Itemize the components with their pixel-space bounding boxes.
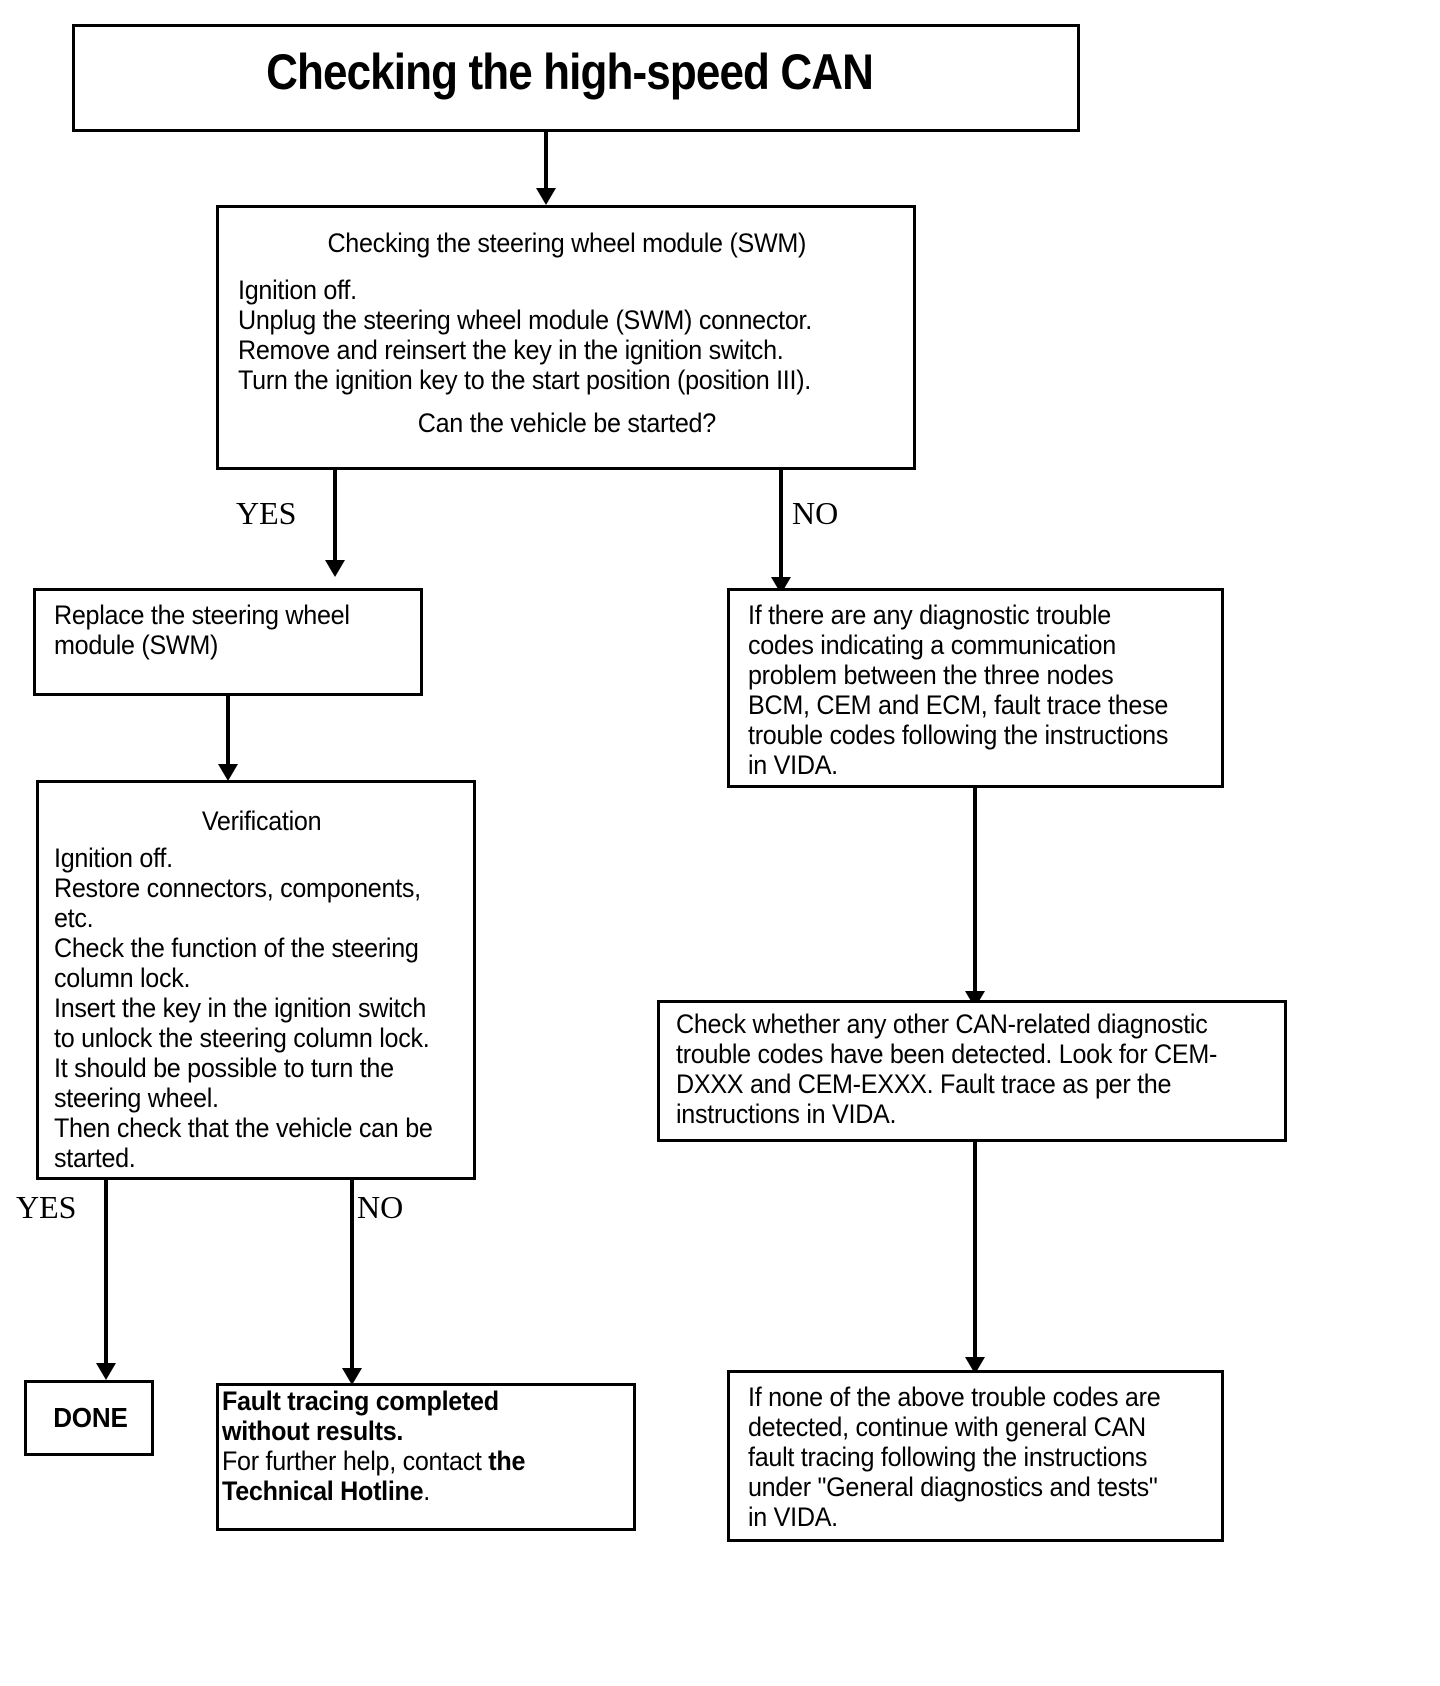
fault-tracing-line2: without results. [222, 1416, 404, 1446]
fault-tracing-line1: Fault tracing completed [222, 1386, 499, 1416]
can-related-check-text: Check whether any other CAN-related diag… [676, 1009, 1218, 1129]
node-verification [36, 780, 476, 1180]
verification-body: Ignition off. Restore connectors, compon… [54, 843, 433, 1173]
general-can-text: If none of the above trouble codes are d… [748, 1382, 1161, 1532]
connector-replace-to-verification [226, 696, 230, 768]
arrowhead-verification-yes [96, 1363, 116, 1380]
arrowhead-title-to-swm [536, 188, 556, 205]
arrowhead-verification-no [342, 1368, 362, 1385]
connector-verification-yes [104, 1180, 108, 1370]
fault-tracing-period: . [423, 1476, 430, 1506]
dtc-check-text: If there are any diagnostic trouble code… [748, 600, 1169, 780]
branch-label-verification-yes: YES [16, 1189, 77, 1225]
swm-check-question: Can the vehicle be started? [417, 408, 716, 438]
branch-label-verification-no: NO [357, 1189, 404, 1225]
node-fault-tracing [216, 1383, 636, 1531]
node-swm-check [216, 205, 916, 470]
fault-tracing-line3-bold: the [488, 1446, 526, 1476]
swm-check-steps: Ignition off. Unplug the steering wheel … [238, 275, 812, 395]
branch-label-swm-yes: YES [236, 495, 297, 531]
replace-swm-text: Replace the steering wheel module (SWM) [54, 600, 350, 660]
node-done [24, 1380, 154, 1456]
node-can-related-check [657, 1000, 1287, 1142]
node-replace-swm [33, 588, 423, 696]
connector-dtc-to-can-related [973, 788, 977, 996]
arrowhead-can-related-to-general [965, 1357, 985, 1374]
connector-swm-no [779, 470, 783, 582]
title-label: Checking the high-speed CAN [266, 44, 874, 100]
fault-tracing-line3-plain: For further help, contact [222, 1446, 489, 1476]
node-title-box [72, 24, 1080, 132]
fault-tracing-line4-bold: Technical Hotline [222, 1476, 424, 1506]
connector-title-to-swm [544, 132, 548, 190]
node-dtc-check [727, 588, 1224, 788]
connector-swm-yes [333, 470, 337, 565]
connector-verification-no [350, 1180, 354, 1375]
swm-check-heading: Checking the steering wheel module (SWM) [327, 228, 807, 258]
arrowhead-replace-to-verification [218, 764, 238, 781]
node-general-can [727, 1370, 1224, 1542]
arrowhead-swm-yes [325, 560, 345, 577]
done-label: DONE [53, 1402, 128, 1433]
branch-label-swm-no: NO [792, 495, 839, 531]
verification-heading: Verification [201, 806, 322, 836]
connector-can-related-to-general [973, 1142, 977, 1362]
